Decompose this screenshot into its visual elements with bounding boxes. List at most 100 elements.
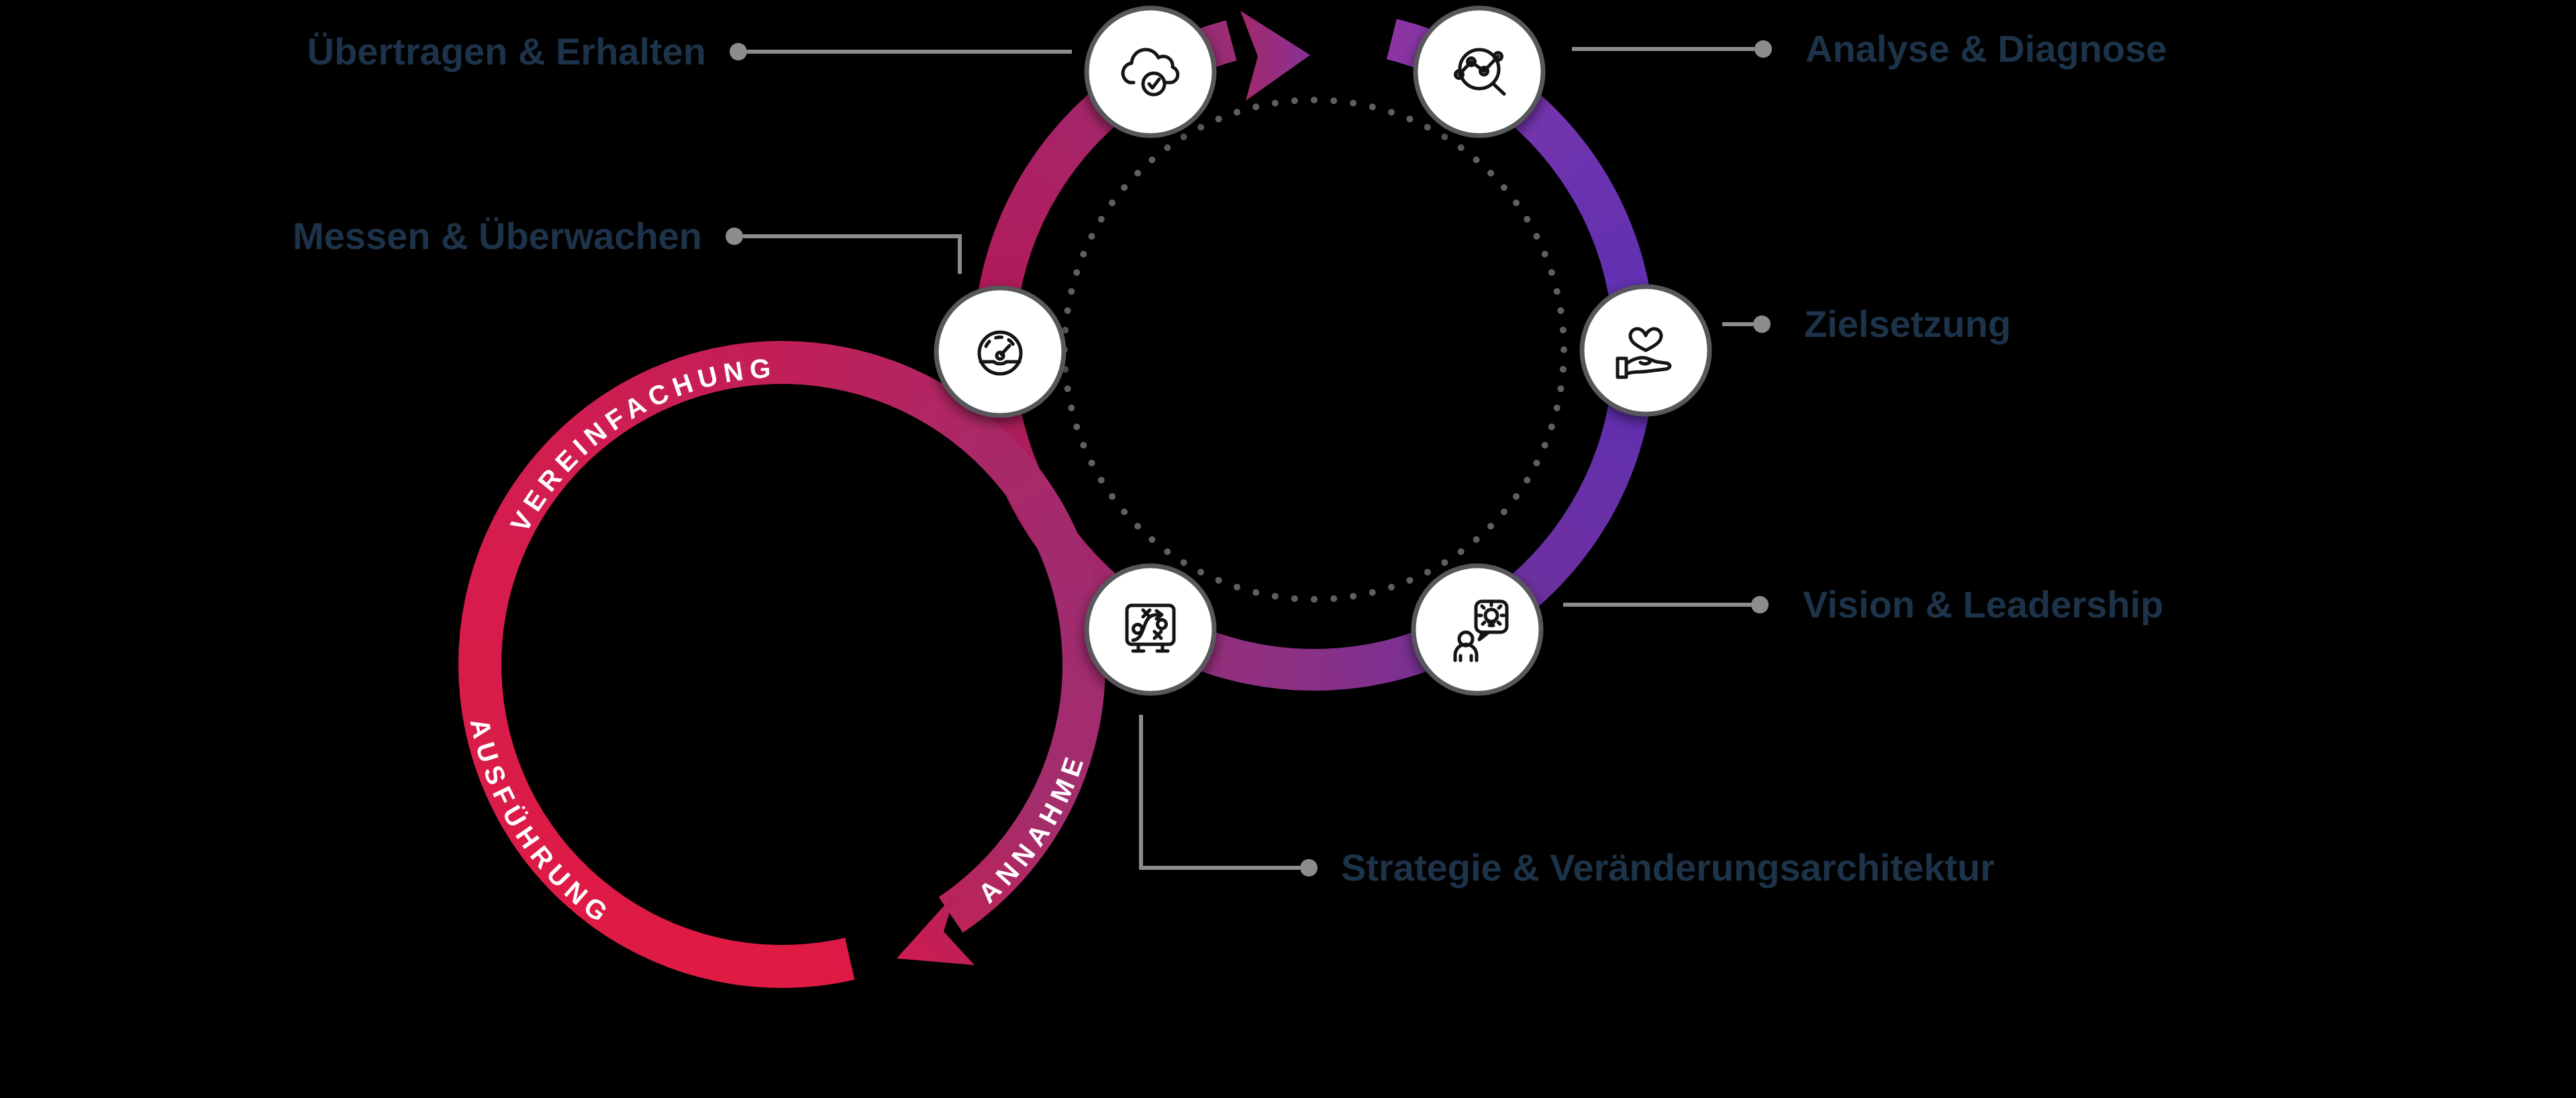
dotted-circle-dot (1234, 583, 1240, 591)
dotted-circle-dot (1311, 596, 1318, 603)
dotted-circle-dot (1164, 548, 1171, 555)
heart-hand-icon (1579, 284, 1712, 417)
dotted-circle-dot (1097, 215, 1105, 223)
dotted-circle-dot (1064, 385, 1071, 393)
dotted-circle-dot (1330, 97, 1338, 105)
strategy-board-icon (1084, 563, 1217, 696)
dotted-circle-dot (1559, 326, 1567, 334)
dotted-circle-dot (1215, 115, 1222, 123)
leader-dot (1751, 596, 1769, 613)
label-strategie: Strategie & Veränderungsarchitektur (1341, 846, 1995, 889)
dotted-circle-dot (1424, 568, 1431, 576)
dotted-circle-dot (1541, 442, 1548, 449)
leader-dot (1754, 40, 1772, 58)
adoption-ring (458, 340, 1106, 989)
dotted-circle-dot (1388, 583, 1395, 591)
dotted-circle-dot (1252, 103, 1260, 111)
dotted-circle-dot (1557, 385, 1565, 393)
dotted-circle-dot (1369, 103, 1376, 111)
dotted-circle-dot (1197, 123, 1205, 131)
dotted-circle-dot (1473, 156, 1480, 164)
dotted-circle-dot (1559, 366, 1567, 373)
dotted-circle-dot (1541, 250, 1548, 258)
dotted-circle-dot (1487, 523, 1494, 530)
flow-arrow-top-icon (1240, 11, 1310, 101)
person-idea-icon (1411, 563, 1544, 696)
flow-arrow-bottom-icon (897, 893, 975, 965)
dotted-circle-dot (1271, 99, 1279, 107)
dotted-circle-dot (1424, 123, 1431, 131)
dotted-circle-dot (1406, 577, 1414, 584)
dotted-circle-dot (1134, 170, 1141, 177)
dotted-circle-dot (1311, 97, 1318, 103)
label-vision: Vision & Leadership (1803, 583, 2163, 626)
leader-line (743, 234, 962, 274)
dotted-circle-dot (1097, 477, 1105, 484)
dotted-circle-dot (1197, 568, 1205, 576)
dotted-circle-dot (1073, 269, 1081, 276)
dotted-inner-circle (1061, 97, 1567, 603)
dotted-circle-dot (1388, 109, 1395, 116)
label-strategie-group: Strategie & Veränderungsarchitektur (1139, 715, 1995, 889)
ring-segment (938, 888, 977, 933)
dotted-circle-dot (1513, 199, 1520, 207)
dotted-circle-dot (1557, 307, 1565, 314)
label-uebertragen: Übertragen & Erhalten (307, 30, 706, 72)
label-zielsetzung: Zielsetzung (1804, 303, 2011, 345)
dotted-circle-dot (1548, 423, 1555, 430)
label-uebertragen-group: Übertragen & Erhalten (307, 30, 1072, 72)
dotted-circle-dot (1369, 589, 1376, 596)
label-analyse-group: Analyse & Diagnose (1572, 28, 2167, 70)
dotted-circle-dot (1109, 493, 1116, 500)
leader-dot (1753, 315, 1771, 333)
dotted-circle-dot (1533, 233, 1540, 240)
dotted-circle-dot (1080, 250, 1087, 258)
dotted-circle-dot (1148, 536, 1156, 543)
dotted-circle-dot (1291, 595, 1298, 602)
dotted-circle-dot (1553, 404, 1561, 411)
dotted-circle-dot (1080, 442, 1087, 449)
dotted-circle-dot (1068, 404, 1075, 411)
dotted-circle-dot (1073, 423, 1081, 430)
dotted-circle-dot (1350, 99, 1357, 107)
dotted-circle-dot (1500, 184, 1507, 191)
label-zielsetzung-group: Zielsetzung (1722, 303, 2011, 345)
dotted-circle-dot (1457, 548, 1465, 555)
dotted-circle-dot (1500, 508, 1507, 515)
dotted-circle-dot (1487, 170, 1494, 177)
magnifier-chart-icon (1413, 5, 1546, 138)
dotted-circle-dot (1406, 115, 1414, 123)
dotted-circle-dot (1109, 199, 1116, 207)
dotted-circle-dot (1561, 346, 1567, 353)
dotted-circle-dot (1330, 595, 1338, 602)
dotted-circle-dot (1457, 144, 1465, 151)
label-messen: Messen & Überwachen (293, 215, 702, 257)
dotted-circle-dot (1164, 144, 1171, 151)
dotted-circle-dot (1350, 593, 1357, 600)
dotted-circle-dot (1068, 288, 1075, 295)
dotted-circle-dot (1473, 536, 1480, 543)
dotted-circle-dot (1215, 577, 1222, 584)
ring-segment (1220, 20, 1237, 62)
dotted-circle-dot (1533, 459, 1540, 466)
dotted-circle-dot (1134, 523, 1141, 530)
dotted-circle-dot (1088, 459, 1095, 466)
dotted-circle-dot (1441, 133, 1448, 140)
dotted-circle-dot (1180, 559, 1187, 566)
dotted-circle-dot (1234, 109, 1240, 116)
dotted-circle-dot (1148, 156, 1156, 164)
dotted-circle-dot (1180, 133, 1187, 140)
dotted-circle-dot (1553, 288, 1561, 295)
dotted-circle-dot (1291, 97, 1298, 105)
dotted-circle-dot (1121, 184, 1128, 191)
label-analyse: Analyse & Diagnose (1805, 28, 2167, 70)
label-messen-group: Messen & Überwachen (293, 215, 962, 274)
dotted-circle-dot (1121, 508, 1128, 515)
dotted-circle-dot (1062, 326, 1069, 334)
dotted-circle-dot (1513, 493, 1520, 500)
dotted-circle-dot (1252, 589, 1260, 596)
cloud-check-icon (1084, 5, 1217, 138)
